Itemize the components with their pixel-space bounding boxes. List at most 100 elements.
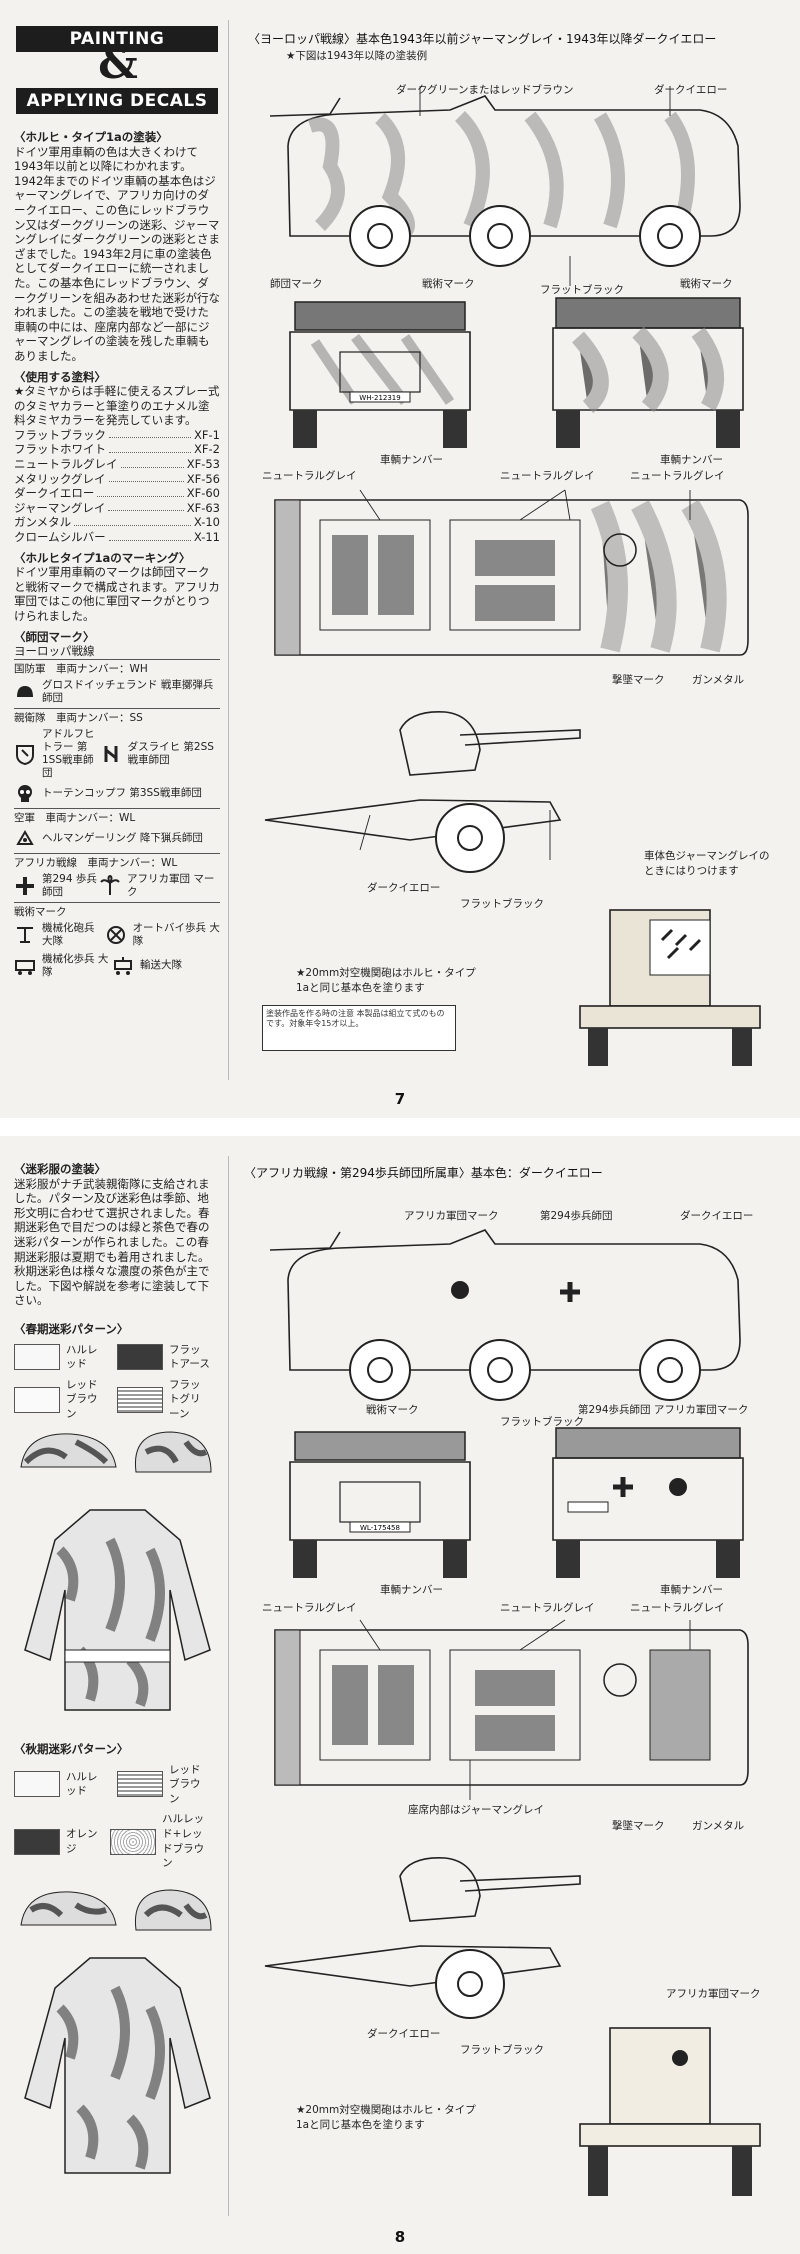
rear-view-camo — [552, 297, 744, 448]
autumn-column: 〈秋期迷彩パターン〉 ハルレッド レッドブラウン オレンジ ハルレッド+レッドブ… — [14, 1736, 220, 1877]
europe-subtitle: ★下図は1943年以降の塗装例 — [286, 50, 428, 62]
artillery-icon — [17, 926, 33, 943]
painting-title: 〈ホルヒ・タイプ1aの塗装〉 — [14, 130, 168, 144]
top-view-camo — [274, 489, 749, 656]
painting-header: PAINTING & APPLYING DECALS — [16, 26, 218, 118]
swatch-flat-green — [117, 1386, 163, 1413]
label-plate-rear: 車輌ナンバー — [660, 454, 723, 466]
notice-box: 塗装作品を作る時の注意 本製品は組立て式のものです。対象年令15才以上。 — [262, 1005, 456, 1051]
front-view-africa: WL-175458 — [289, 1431, 471, 1578]
label-flat-black-gun: フラットブラック — [460, 898, 544, 910]
top-view-africa — [274, 1619, 749, 1800]
label-tac-mark-rear: 戦術マーク — [680, 278, 733, 290]
swatch-row: ハルレッド フラットアース — [14, 1343, 220, 1372]
autumn-caps — [20, 1889, 212, 1931]
division-mark-title: 〈師団マーク〉 — [14, 629, 95, 644]
insignia-group: 国防軍 車両ナンバー：WH グロスドイッチェランド 戦車擲弾兵師団 親衛隊 車両… — [14, 658, 220, 982]
side-view-africa — [269, 1229, 741, 1401]
page-number-8: 8 — [394, 2228, 406, 2246]
rear-view-africa — [552, 1427, 744, 1578]
label-div294: 第294歩兵師団 — [540, 1210, 613, 1222]
swatch-hull-red-autumn — [14, 1771, 60, 1798]
label-flat-black: フラットブラック — [540, 284, 624, 296]
side-view-camo — [269, 86, 741, 286]
swatch-mix — [110, 1828, 157, 1855]
label-div-mark: 師団マーク — [270, 278, 323, 290]
header-applying-decals: APPLYING DECALS — [16, 88, 218, 114]
cross-icon — [16, 876, 34, 895]
camo-title: 〈迷彩服の塗装〉 — [14, 1162, 106, 1176]
label-neutral-grey-8a: ニュートラルグレイ — [262, 1602, 357, 1614]
label-flat-black-8: フラットブラック — [500, 1416, 584, 1428]
autumn-smock — [24, 1957, 211, 2174]
label-afrika-mark: アフリカ軍団マーク — [404, 1210, 499, 1222]
europe-title: 〈ヨーロッパ戦線〉基本色1943年以前ジャーマングレイ・1943年以降ダークイエ… — [248, 32, 717, 46]
marking-title: 〈ホルヒタイプ1aのマーキング〉 — [14, 550, 191, 565]
swatch-row: オレンジ ハルレッド+レッドブラウン — [14, 1812, 220, 1870]
label-tac-mark: 戦術マーク — [422, 278, 475, 290]
page-8: 〈迷彩服の塗装〉 迷彩服がナチ武装親衛隊に支給されました。パターン及び迷彩色は季… — [0, 1136, 800, 2254]
helmet-icon — [17, 685, 33, 697]
page-number-7: 7 — [394, 1090, 406, 1108]
swatch-hull-red — [14, 1344, 60, 1371]
division-mark-subtitle: ヨーロッパ戦線 — [14, 644, 95, 659]
paints-title: 〈使用する塗料〉 — [14, 369, 106, 384]
plate-value-front-8: WL-175458 — [360, 1524, 400, 1532]
swatch-red-brown — [14, 1386, 60, 1413]
plate-value-front: WH-212319 — [359, 394, 400, 402]
camo-text-column: 〈迷彩服の塗装〉 迷彩服がナチ武装親衛隊に支給されました。パターン及び迷彩色は季… — [14, 1156, 220, 1428]
insignia-row: 空軍 車両ナンバー：WL ヘルマンゲーリング 降下猟兵師団 — [14, 807, 220, 853]
insignia-row: 国防軍 車両ナンバー：WH グロスドイッチェランド 戦車擲弾兵師団 — [14, 658, 220, 708]
column-divider — [228, 20, 229, 1080]
header-painting: PAINTING — [16, 26, 218, 52]
header-ampersand: & — [98, 38, 138, 89]
spring-title: 〈春期迷彩パターン〉 — [14, 1321, 129, 1336]
page-gap — [0, 1118, 800, 1136]
spring-caps — [20, 1431, 212, 1473]
label-gunmetal-8: ガンメタル — [692, 1820, 745, 1832]
camo-text: 迷彩服がナチ武装親衛隊に支給されました。パターン及び迷彩色は季節、地形文明に合わ… — [14, 1176, 210, 1308]
label-tac-mark-8: 戦術マーク — [366, 1404, 419, 1416]
label-plate-rear-8: 車輌ナンバー — [660, 1584, 723, 1596]
label-neutral-grey-8b: ニュートラルグレイ — [500, 1602, 595, 1614]
gun-note: ★20mm対空機関砲はホルヒ・タイプ1aと同じ基本色を塗ります — [296, 967, 476, 994]
marking-text: ドイツ軍用車輌のマークは師団マークと戦術マークで構成されます。アフリカ軍団ではこ… — [14, 565, 220, 623]
aa-gun-side-view — [264, 711, 581, 873]
label-seat-note: 座席内部はジャーマングレイ — [408, 1804, 544, 1816]
left-column-text: 〈ホルヒ・タイプ1aの塗装〉 ドイツ軍用車輌の色は大きくわけて1943年以前と以… — [14, 124, 220, 982]
wolfsangel-icon — [104, 745, 118, 762]
page-7: PAINTING & APPLYING DECALS 〈ホルヒ・タイプ1aの塗装… — [0, 0, 800, 1118]
label-dark-yellow-8: ダークイエロー — [680, 1210, 754, 1222]
label-plate-front: 車輌ナンバー — [380, 454, 443, 466]
label-gunmetal: ガンメタル — [692, 674, 745, 686]
front-view-camo: WH-212319 — [289, 301, 471, 448]
label-flat-black-gun-8: フラットブラック — [460, 2044, 544, 2056]
tactical-row: 戦術マーク 機械化砲兵 大隊 オートバイ歩兵 大隊 機械化歩兵 大隊 輸送大隊 — [14, 901, 220, 982]
aa-gun-rear-view — [579, 909, 761, 1066]
column-divider-8 — [228, 1156, 229, 2216]
swatch-red-brown-autumn — [117, 1771, 163, 1798]
label-base-note: 車体色ジャーマングレイのときにはりつけます — [644, 850, 770, 877]
label-dg-or-rb: ダークグリーンまたはレッドブラウン — [396, 84, 574, 96]
swatch-row: ハルレッド レッドブラウン — [14, 1763, 220, 1807]
label-div294-afrika: 第294歩兵師団 アフリカ軍団マーク — [578, 1404, 749, 1416]
label-neutral-grey-8c: ニュートラルグレイ — [630, 1602, 725, 1614]
autumn-title: 〈秋期迷彩パターン〉 — [14, 1742, 129, 1756]
gun-note-8: ★20mm対空機関砲はホルヒ・タイプ1aと同じ基本色を塗ります — [296, 2104, 476, 2131]
skull-icon — [18, 784, 32, 802]
label-dark-yellow: ダークイエロー — [654, 84, 728, 96]
label-neutral-grey-1: ニュートラルグレイ — [262, 470, 357, 482]
swatch-row: レッドブラウン フラットグリーン — [14, 1378, 220, 1422]
swatch-orange — [14, 1828, 60, 1855]
palm-icon — [100, 874, 120, 895]
swatch-flat-earth — [117, 1344, 163, 1371]
label-dark-yellow-gun: ダークイエロー — [367, 882, 441, 894]
luftwaffe-icon — [16, 829, 34, 845]
label-neutral-grey-2: ニュートラルグレイ — [500, 470, 595, 482]
